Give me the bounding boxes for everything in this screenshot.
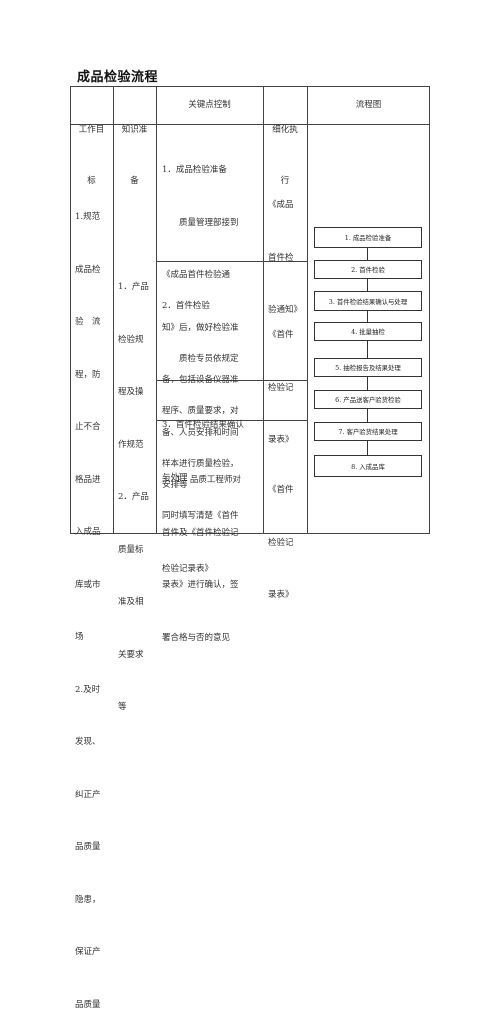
goal-line: 隐患， xyxy=(75,894,101,905)
header-divider xyxy=(70,124,430,125)
step-line: 署合格与否的意见 xyxy=(162,632,231,643)
step-line: 1．成品检验准备 xyxy=(162,165,227,175)
flow-step-5: 5. 抽检报告及结果处理 xyxy=(314,358,422,377)
flow-connector xyxy=(367,311,368,322)
knowledge-line: 程及操 xyxy=(118,387,144,397)
step-line: 知》后，做好检验准 xyxy=(162,322,239,333)
knowledge-line: 作规范 xyxy=(118,439,144,450)
column-divider xyxy=(263,86,264,534)
flow-step-2: 2. 首件检验 xyxy=(314,260,422,279)
goal-line: 库或市 xyxy=(75,579,101,590)
step-3-1-detail: 《首件 检验记 录表》 xyxy=(268,447,294,622)
header-goal-line: 工作目 xyxy=(78,125,105,135)
step-2-text: 2．首件检验 质检专员依规定 程序、质量要求，对 样本进行质量检验， 同时填写清… xyxy=(162,263,239,596)
knowledge-line: 2．产品 xyxy=(118,492,149,502)
step-2-detail: 《首件 检验记 录表》 xyxy=(268,292,294,467)
goal-line: 品质量 xyxy=(75,999,101,1010)
flow-step-1: 1. 成品检验准备 xyxy=(314,227,422,248)
flow-connector xyxy=(367,279,368,291)
step-3-text: 3．首件检验结果确认 与处理 xyxy=(162,382,244,505)
header-flowchart: 流程图 xyxy=(355,100,382,110)
goal-line: 发现、 xyxy=(75,737,101,747)
detail-line: 录表》 xyxy=(268,435,294,445)
step-line: 质量管理部接到 xyxy=(162,217,239,228)
goal-line: 品质量 xyxy=(75,842,101,852)
knowledge-line: 关要求 xyxy=(118,649,144,660)
goal-line: 纠正产 xyxy=(75,789,101,800)
header-knowledge-line: 备 xyxy=(130,176,139,186)
flow-connector xyxy=(367,441,368,455)
header-goal: 工作目 标 xyxy=(70,88,113,207)
row-divider xyxy=(156,261,307,262)
flow-connector xyxy=(367,341,368,358)
flow-step-8: 8. 入成品库 xyxy=(314,455,422,477)
goal-line: 1.规范 xyxy=(75,212,101,222)
column-divider xyxy=(113,86,114,534)
header-detail-line: 行 xyxy=(280,176,290,186)
header-key-points: 关键点控制 xyxy=(188,100,231,110)
step-line: 备，包括设备仪器准 xyxy=(162,375,239,385)
goal-line: 保证产 xyxy=(75,947,101,957)
column-divider xyxy=(307,86,308,534)
step-line: 备、人员安排和时间 xyxy=(162,427,239,438)
step-line: 样本进行质量检验， xyxy=(162,458,239,469)
header-detail: 细化执 行 xyxy=(263,88,307,207)
knowledge-line: 1．产品 xyxy=(118,282,149,292)
flow-connector xyxy=(367,377,368,390)
step-line: 与处理 xyxy=(162,472,188,483)
detail-line: 录表》 xyxy=(268,590,294,600)
knowledge-line: 检验规 xyxy=(118,334,144,345)
detail-line: 《首件 xyxy=(268,330,294,340)
step-line: 3．1 品质工程师对 xyxy=(162,475,241,485)
flow-step-4: 4. 批量抽检 xyxy=(314,322,422,341)
step-1-detail: 《成品 首件检 验通知》 xyxy=(268,162,302,337)
step-line: 录表》进行确认，签 xyxy=(162,580,239,590)
step-line: 程序、质量要求，对 xyxy=(162,406,239,416)
flow-step-6: 6. 产品送客户验货检验 xyxy=(314,390,422,409)
flow-connector xyxy=(367,248,368,260)
header-goal-line: 标 xyxy=(87,176,96,186)
flow-step-7: 7. 客户验货结果处理 xyxy=(314,422,422,441)
header-knowledge: 知识准 备 xyxy=(113,88,156,207)
knowledge-text: 1．产品 检验规 程及操 作规范 2．产品 质量标 准及相 关要求 等 xyxy=(118,244,149,734)
step-line: 安排等 xyxy=(162,480,188,490)
goal-line: 场 xyxy=(75,632,84,642)
document-title: 成品检验流程 xyxy=(77,70,159,85)
goal-line: 2.及时 xyxy=(75,684,101,695)
step-line: 质检专员依规定 xyxy=(162,353,239,364)
detail-line: 《成品 xyxy=(268,200,294,210)
knowledge-line: 准及相 xyxy=(118,597,144,607)
detail-line: 首件检 xyxy=(268,252,294,263)
goal-line: 程，防 xyxy=(75,369,101,380)
step-line: 《成品首件检验通 xyxy=(162,270,231,280)
step-1-text: 1．成品检验准备 质量管理部接到 《成品首件检验通 知》后，做好检验准 备，包括… xyxy=(162,127,239,512)
step-line: 首件及《首件检验记 xyxy=(162,527,239,538)
goal-line: 入成品 xyxy=(75,527,101,537)
goal-text: 1.规范 成品检 验 流 程，防 止不合 格品进 入成品 库或市 场 2.及时 … xyxy=(75,174,101,1032)
knowledge-line: 质量标 xyxy=(118,544,144,555)
row-divider xyxy=(156,420,307,421)
row-divider xyxy=(156,380,307,381)
detail-line: 《首件 xyxy=(268,485,294,495)
goal-line: 格品进 xyxy=(75,474,101,485)
detail-line: 检验记 xyxy=(268,382,294,393)
step-line: 3．首件检验结果确认 xyxy=(162,420,244,430)
detail-line: 检验记 xyxy=(268,537,294,548)
header-detail-line: 细化执 xyxy=(272,125,298,135)
detail-line: 验通知》 xyxy=(268,305,303,315)
step-line: 检验记录表》 xyxy=(162,563,214,574)
column-divider xyxy=(156,86,157,534)
flow-step-3: 3. 首件检验结果确认与处理 xyxy=(314,291,422,311)
step-line: 同时填写清楚《首件 xyxy=(162,511,239,521)
header-knowledge-line: 知识准 xyxy=(121,125,148,135)
process-table xyxy=(70,86,430,534)
flow-connector xyxy=(367,409,368,422)
goal-line: 止不合 xyxy=(75,422,101,432)
step-line: 2．首件检验 xyxy=(162,301,210,311)
goal-line: 成品检 xyxy=(75,264,101,275)
goal-line: 验 流 xyxy=(75,317,101,327)
step-3-1-text: 3．1 品质工程师对 首件及《首件检验记 录表》进行确认，签 署合格与否的意见 xyxy=(162,437,241,665)
